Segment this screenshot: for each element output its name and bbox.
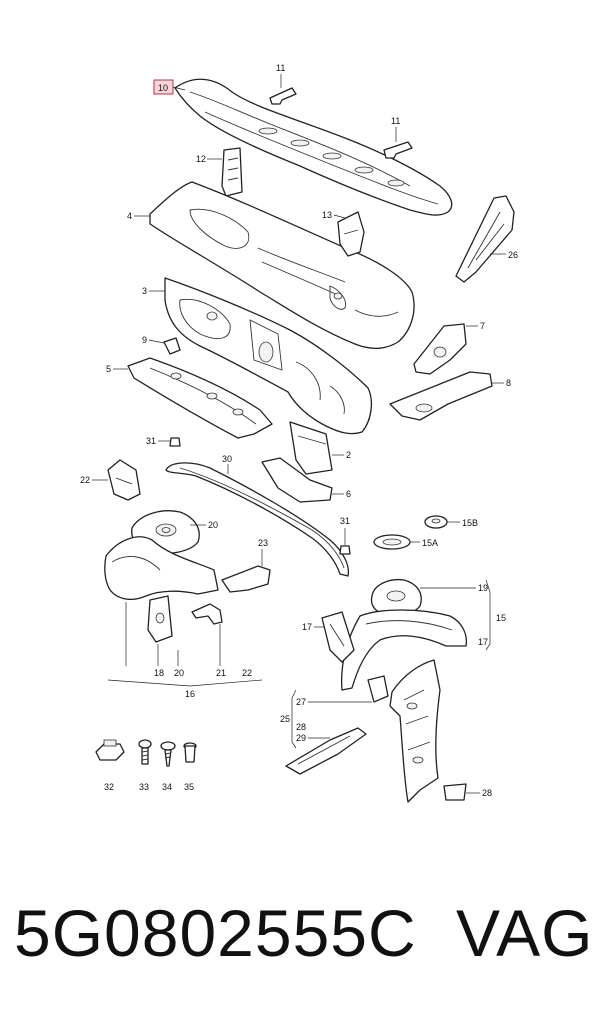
part-31-nut-b[interactable]	[339, 545, 351, 555]
callout-30[interactable]: 30	[222, 454, 232, 464]
callout-20a[interactable]: 20	[208, 520, 218, 530]
part-30-strut[interactable]	[165, 462, 350, 577]
part-8-bracket[interactable]	[389, 371, 493, 421]
callout-10[interactable]: 10	[158, 83, 168, 93]
callout-12[interactable]: 12	[196, 154, 206, 164]
callout-11b[interactable]: 11	[391, 116, 400, 126]
part-31-nut-a[interactable]	[169, 437, 181, 447]
leader-9	[148, 339, 165, 344]
bracket-15	[485, 579, 491, 651]
part-21-bracket[interactable]	[191, 603, 223, 625]
callout-32[interactable]: 32	[104, 782, 114, 792]
callout-18[interactable]: 18	[154, 668, 164, 678]
part-26-pillar-brace[interactable]	[455, 195, 515, 283]
callout-17a[interactable]: 17	[302, 622, 312, 632]
callout-17b[interactable]: 17	[478, 637, 488, 647]
callout-29[interactable]: 29	[296, 733, 306, 743]
callout-28a[interactable]: 28	[296, 722, 306, 732]
callout-9[interactable]: 9	[142, 335, 147, 345]
leader-13	[333, 214, 346, 219]
callout-13[interactable]: 13	[322, 210, 332, 220]
callout-35[interactable]: 35	[184, 782, 194, 792]
part-33-bolt[interactable]	[138, 739, 152, 765]
part-16-wheel-arch-left[interactable]	[104, 536, 219, 643]
part-29-rail[interactable]	[285, 727, 367, 775]
part-17-panel[interactable]	[321, 611, 355, 663]
callout-25[interactable]: 25	[280, 714, 290, 724]
part-11-clip-a[interactable]	[269, 87, 297, 105]
part-19-strut-tower[interactable]	[370, 578, 422, 617]
callout-3[interactable]: 3	[142, 286, 147, 296]
part-34-screw[interactable]	[160, 741, 176, 767]
callout-33[interactable]: 33	[139, 782, 149, 792]
callout-7[interactable]: 7	[480, 321, 485, 331]
part-23-bracket[interactable]	[221, 565, 271, 593]
callout-21[interactable]: 21	[216, 668, 226, 678]
part-15-wheel-arch-right[interactable]	[340, 609, 468, 691]
brand-label: VAG	[456, 896, 594, 970]
part-number-label: 5G0802555C	[14, 896, 417, 970]
callout-11a[interactable]: 11	[276, 63, 285, 73]
callout-22b[interactable]: 22	[242, 668, 252, 678]
callout-8[interactable]: 8	[506, 378, 511, 388]
callout-4[interactable]: 4	[127, 211, 132, 221]
callout-6[interactable]: 6	[346, 489, 351, 499]
part-22-bracket-a[interactable]	[107, 459, 141, 501]
part-27-bracket[interactable]	[367, 675, 389, 703]
callout-31b[interactable]: 31	[340, 516, 350, 526]
bracket-16	[125, 602, 221, 666]
part-6-bracket[interactable]	[261, 457, 333, 503]
callout-16[interactable]: 16	[185, 689, 195, 699]
part-32-clip-nut[interactable]	[95, 739, 125, 761]
callout-27[interactable]: 27	[296, 697, 306, 707]
bracket-16-base	[107, 679, 263, 687]
part-15a-ring[interactable]	[373, 534, 411, 550]
part-4-plenum-panel[interactable]	[149, 181, 415, 349]
part-35-spacer[interactable]	[183, 742, 197, 763]
callout-15a[interactable]: 15A	[422, 538, 438, 548]
part-15b-washer[interactable]	[424, 515, 448, 529]
callout-31a[interactable]: 31	[146, 436, 156, 446]
callout-20b[interactable]: 20	[174, 668, 184, 678]
callout-15b[interactable]: 15B	[462, 518, 478, 528]
part-28-pillar-inner[interactable]	[389, 659, 467, 803]
parts-diagram: 10 11 11 12 4 13 26	[80, 63, 518, 803]
part-12-bracket[interactable]	[221, 147, 243, 197]
part-11-clip-b[interactable]	[383, 141, 413, 159]
bracket-25	[291, 689, 297, 749]
callout-15[interactable]: 15	[496, 613, 506, 623]
callout-2[interactable]: 2	[346, 450, 351, 460]
leader-10	[172, 86, 186, 91]
callout-26[interactable]: 26	[508, 250, 518, 260]
callout-19[interactable]: 19	[478, 583, 488, 593]
callout-23[interactable]: 23	[258, 538, 268, 548]
part-13-bracket[interactable]	[337, 211, 365, 257]
part-10-cowl-panel[interactable]	[174, 78, 453, 216]
callout-28b[interactable]: 28	[482, 788, 492, 798]
part-3-bulkhead[interactable]	[164, 277, 373, 435]
callout-5[interactable]: 5	[106, 364, 111, 374]
part-2-duct[interactable]	[289, 421, 333, 475]
callout-34[interactable]: 34	[162, 782, 172, 792]
part-7-bracket[interactable]	[413, 323, 467, 375]
callout-22a[interactable]: 22	[80, 475, 90, 485]
part-9-bracket[interactable]	[163, 337, 181, 355]
part-5-cross-member[interactable]	[127, 357, 273, 439]
